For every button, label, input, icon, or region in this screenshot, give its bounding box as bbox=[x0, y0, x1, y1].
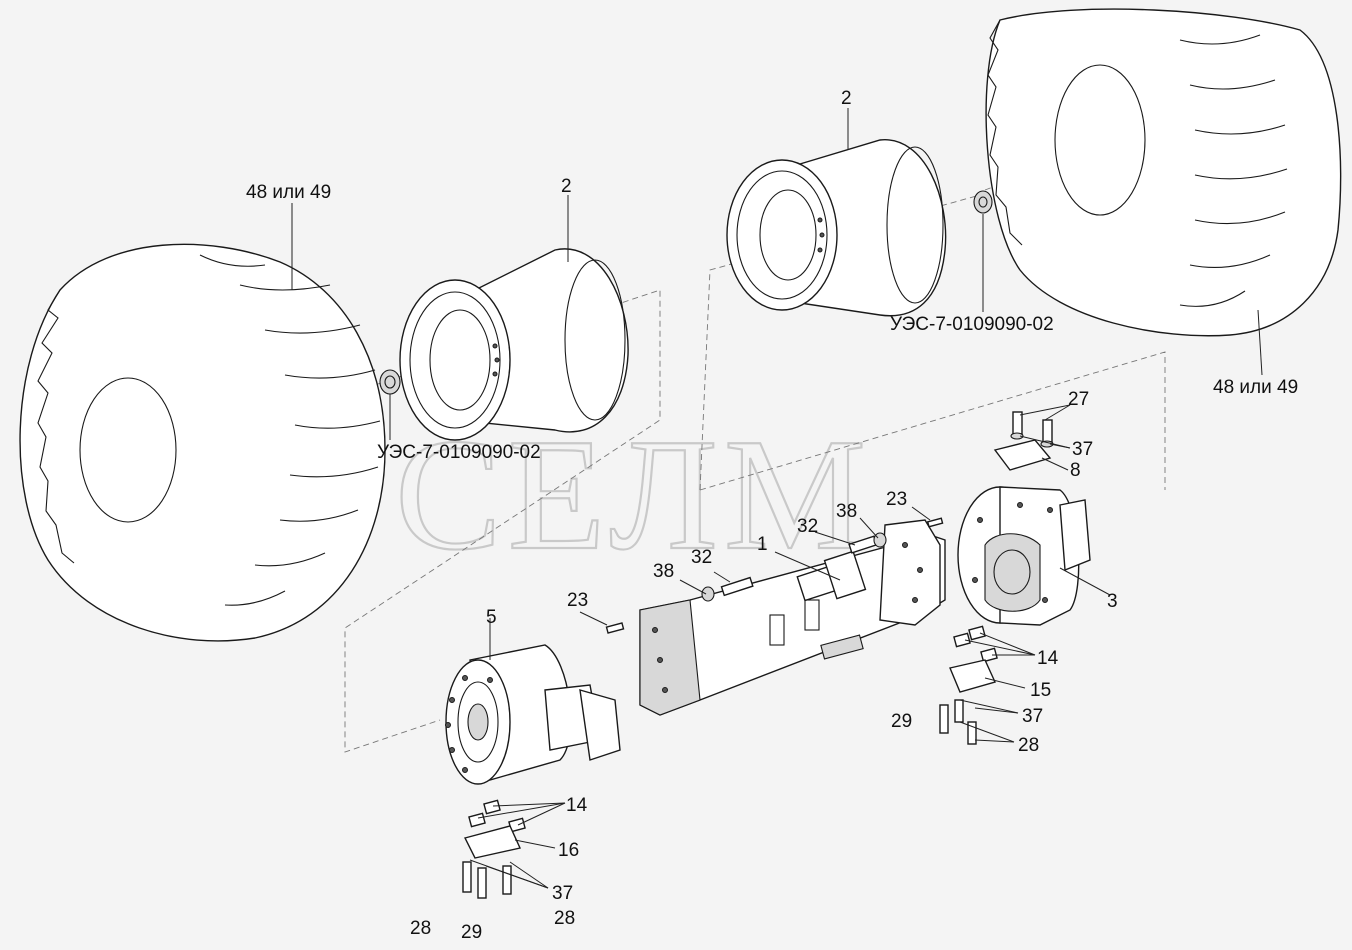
label-bracket-16: 16 bbox=[558, 840, 579, 861]
label-bolt-27: 27 bbox=[1068, 389, 1089, 410]
label-bolt-32-left: 32 bbox=[691, 547, 712, 568]
label-washer-37-right: 37 bbox=[1022, 706, 1043, 727]
label-bolt-32-right: 32 bbox=[797, 516, 818, 537]
tire-right bbox=[985, 8, 1342, 337]
label-final-drive-left: 5 bbox=[486, 607, 497, 628]
label-bracket-15: 15 bbox=[1030, 680, 1051, 701]
label-rim-left: 2 bbox=[561, 176, 572, 197]
label-tire-left: 48 или 49 bbox=[246, 182, 331, 203]
pins bbox=[605, 517, 944, 634]
label-washer-38-left: 38 bbox=[653, 561, 674, 582]
final-drive-right bbox=[957, 486, 1091, 626]
label-washer-37-top: 37 bbox=[1072, 439, 1093, 460]
rim-right bbox=[726, 139, 947, 317]
label-plate-8: 8 bbox=[1070, 460, 1081, 481]
label-final-drive-right: 3 bbox=[1107, 591, 1118, 612]
label-bolt-29-left: 29 bbox=[461, 922, 482, 943]
label-pin-23-right: 23 bbox=[886, 489, 907, 510]
part-labels: 48 или 49 2 2 УЭС-7-0109090-02 УЭС-7-010… bbox=[246, 88, 1298, 943]
label-bolt-29-right: 29 bbox=[891, 711, 912, 732]
label-bolt-28-right: 28 bbox=[1018, 735, 1039, 756]
label-nut-right: УЭС-7-0109090-02 bbox=[890, 314, 1054, 335]
label-washer-38-right: 38 bbox=[836, 501, 857, 522]
beam-bolts bbox=[701, 532, 887, 602]
label-bolt-28-left-b: 28 bbox=[554, 908, 575, 929]
label-bolt-28-left-a: 28 bbox=[410, 918, 431, 939]
leader-lines bbox=[291, 108, 1263, 889]
label-washer-37-left: 37 bbox=[552, 883, 573, 904]
left-lower-bracket bbox=[462, 799, 526, 899]
label-nut-left: УЭС-7-0109090-02 bbox=[377, 442, 541, 463]
final-drive-left bbox=[445, 644, 621, 785]
label-pin-23-left: 23 bbox=[567, 590, 588, 611]
label-pad-14-right: 14 bbox=[1037, 648, 1059, 669]
label-axle-beam: 1 bbox=[757, 534, 768, 555]
nut-left bbox=[379, 369, 401, 395]
tire-left bbox=[19, 243, 386, 642]
axle-beam bbox=[639, 519, 946, 716]
rim-left bbox=[399, 248, 629, 441]
label-rim-right: 2 bbox=[841, 88, 852, 109]
nut-right bbox=[973, 190, 993, 214]
top-plate-assembly bbox=[993, 411, 1054, 471]
right-lower-bracket bbox=[939, 625, 998, 745]
label-tire-right: 48 или 49 bbox=[1213, 377, 1298, 398]
label-pad-14-left: 14 bbox=[566, 795, 588, 816]
